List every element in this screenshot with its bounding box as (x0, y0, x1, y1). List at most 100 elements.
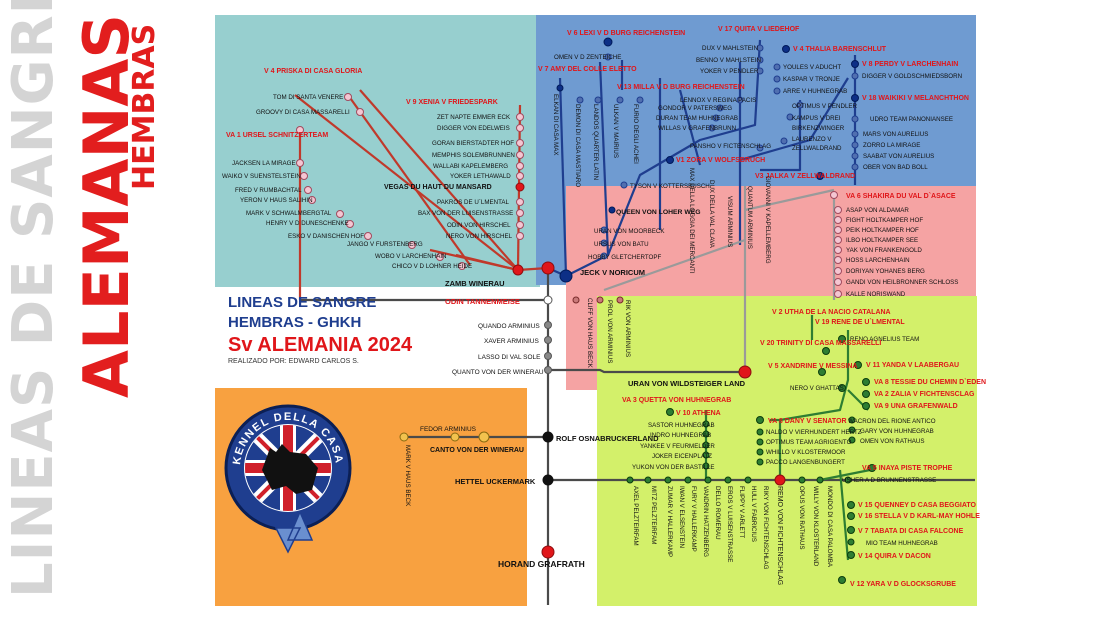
node-dot-85[interactable] (834, 206, 842, 214)
node-dot-72[interactable] (786, 113, 794, 121)
node-dot-59[interactable] (851, 72, 859, 80)
node-dot-76[interactable] (756, 144, 764, 152)
node-dot-102[interactable] (862, 390, 870, 398)
node-dot-0[interactable] (541, 261, 555, 275)
node-dot-22[interactable] (364, 232, 372, 240)
node-dot-62[interactable] (851, 130, 859, 138)
node-dot-52[interactable] (756, 56, 764, 64)
node-dot-20[interactable] (336, 210, 344, 218)
node-dot-6[interactable] (542, 431, 554, 443)
node-dot-32[interactable] (516, 139, 524, 147)
node-dot-104[interactable] (848, 416, 856, 424)
node-dot-71[interactable] (796, 101, 804, 109)
node-dot-106[interactable] (848, 436, 856, 444)
node-dot-80[interactable] (608, 206, 616, 214)
node-dot-128[interactable] (644, 476, 652, 484)
node-dot-136[interactable] (572, 296, 580, 304)
node-dot-47[interactable] (594, 96, 602, 104)
node-dot-37[interactable] (516, 198, 524, 206)
node-dot-16[interactable] (296, 159, 304, 167)
node-dot-111[interactable] (756, 458, 764, 466)
node-dot-46[interactable] (576, 96, 584, 104)
node-dot-81[interactable] (600, 226, 608, 234)
node-dot-123[interactable] (847, 526, 855, 534)
node-dot-33[interactable] (516, 151, 524, 159)
node-dot-137[interactable] (596, 296, 604, 304)
node-dot-116[interactable] (702, 441, 710, 449)
node-dot-45[interactable] (556, 84, 564, 92)
node-dot-64[interactable] (851, 152, 859, 160)
node-dot-38[interactable] (516, 209, 524, 217)
node-dot-21[interactable] (346, 220, 354, 228)
node-dot-25[interactable] (458, 262, 466, 270)
node-dot-121[interactable] (847, 501, 855, 509)
node-dot-54[interactable] (782, 45, 790, 53)
node-dot-5[interactable] (544, 366, 552, 374)
node-dot-56[interactable] (773, 75, 781, 83)
node-dot-88[interactable] (834, 236, 842, 244)
node-dot-90[interactable] (834, 256, 842, 264)
node-dot-53[interactable] (756, 67, 764, 75)
node-dot-79[interactable] (620, 181, 628, 189)
node-dot-18[interactable] (304, 186, 312, 194)
node-dot-41[interactable] (512, 264, 524, 276)
node-dot-31[interactable] (516, 124, 524, 132)
node-dot-84[interactable] (830, 191, 838, 199)
node-dot-24[interactable] (436, 253, 444, 261)
node-dot-43[interactable] (604, 53, 612, 61)
node-dot-35[interactable] (516, 172, 524, 180)
node-dot-15[interactable] (296, 126, 304, 134)
node-dot-9[interactable] (559, 269, 573, 283)
node-dot-3[interactable] (544, 336, 552, 344)
node-dot-78[interactable] (816, 172, 824, 180)
node-dot-97[interactable] (822, 347, 830, 355)
node-dot-132[interactable] (724, 476, 732, 484)
node-dot-28[interactable] (356, 108, 364, 116)
node-dot-114[interactable] (702, 420, 710, 428)
node-dot-89[interactable] (834, 246, 842, 254)
node-dot-51[interactable] (756, 44, 764, 52)
node-dot-61[interactable] (851, 115, 859, 123)
node-dot-68[interactable] (716, 104, 724, 112)
node-dot-67[interactable] (736, 96, 744, 104)
node-dot-58[interactable] (851, 60, 859, 68)
node-dot-124[interactable] (847, 538, 855, 546)
node-dot-113[interactable] (666, 408, 674, 416)
node-dot-7[interactable] (542, 474, 554, 486)
node-dot-107[interactable] (756, 416, 764, 424)
node-dot-122[interactable] (847, 512, 855, 520)
node-dot-60[interactable] (851, 94, 859, 102)
node-dot-63[interactable] (851, 141, 859, 149)
node-dot-82[interactable] (600, 239, 608, 247)
node-dot-4[interactable] (544, 352, 552, 360)
node-dot-12[interactable] (450, 432, 460, 442)
node-dot-119[interactable] (868, 464, 876, 472)
node-dot-65[interactable] (851, 163, 859, 171)
node-dot-129[interactable] (664, 476, 672, 484)
node-dot-117[interactable] (702, 451, 710, 459)
node-dot-10[interactable] (738, 365, 752, 379)
node-dot-69[interactable] (712, 114, 720, 122)
node-dot-86[interactable] (834, 216, 842, 224)
node-dot-48[interactable] (616, 96, 624, 104)
node-dot-93[interactable] (834, 290, 842, 298)
node-dot-27[interactable] (344, 93, 352, 101)
node-dot-118[interactable] (702, 462, 710, 470)
node-dot-2[interactable] (544, 321, 552, 329)
node-dot-91[interactable] (834, 267, 842, 275)
node-dot-40[interactable] (516, 232, 524, 240)
node-dot-8[interactable] (541, 545, 555, 559)
node-dot-70[interactable] (708, 124, 716, 132)
node-dot-17[interactable] (300, 172, 308, 180)
node-dot-131[interactable] (704, 476, 712, 484)
node-dot-133[interactable] (744, 476, 752, 484)
node-dot-19[interactable] (308, 196, 316, 204)
node-dot-77[interactable] (666, 156, 674, 164)
node-dot-134[interactable] (798, 476, 806, 484)
node-dot-135[interactable] (816, 476, 824, 484)
node-dot-57[interactable] (773, 87, 781, 95)
node-dot-11[interactable] (774, 474, 786, 486)
node-dot-109[interactable] (756, 438, 764, 446)
node-dot-127[interactable] (626, 476, 634, 484)
node-dot-23[interactable] (408, 241, 416, 249)
